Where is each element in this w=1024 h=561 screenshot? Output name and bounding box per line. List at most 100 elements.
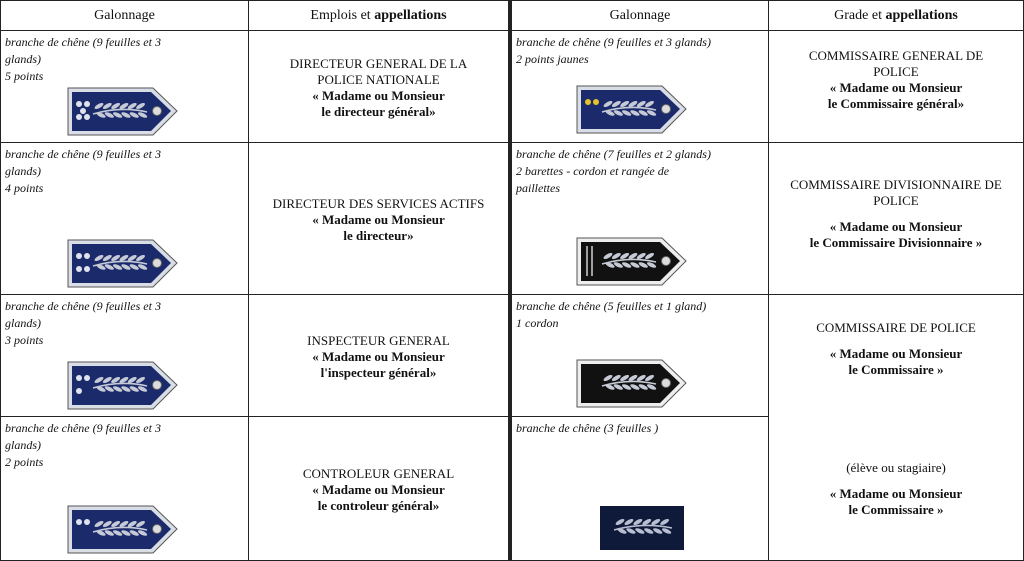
appellation-block: COMMISSAIRE DE POLICE« Madame ou Monsieu… <box>773 320 1019 378</box>
oak-leaf <box>137 530 148 536</box>
oak-leaf <box>645 100 654 108</box>
galonnage-cell: branche de chêne (9 feuilles et 3 glands… <box>0 416 249 561</box>
oak-leaf <box>628 374 638 382</box>
oak-leaf <box>642 518 652 526</box>
oak-leaf <box>113 112 123 118</box>
rank-title: CONTROLEUR GENERAL <box>302 465 455 481</box>
oak-leaf <box>628 252 638 260</box>
emplois-cell: DIRECTEUR DES SERVICES ACTIFS« Madame ou… <box>248 142 509 295</box>
oak-leaf <box>626 528 636 534</box>
rank-title: DIRECTEUR DES SERVICES ACTIFS <box>272 195 485 211</box>
oak-leaf <box>137 386 148 392</box>
epaulette-icon <box>576 237 687 286</box>
epaulette-body <box>581 364 680 403</box>
epaulette-icon <box>67 361 178 410</box>
appellation-block: DIRECTEUR DES SERVICES ACTIFS« Madame ou… <box>253 196 504 244</box>
oak-leaf <box>617 528 627 534</box>
oak-leaf <box>620 100 630 108</box>
emplois-cell: INSPECTEUR GENERAL« Madame ou Monsieur l… <box>248 294 509 417</box>
oak-leaf <box>136 376 145 384</box>
oak-leaf <box>136 520 145 528</box>
appellation-block: INSPECTEUR GENERAL« Madame ou Monsieur l… <box>253 333 504 381</box>
button <box>661 104 671 114</box>
button <box>152 524 162 534</box>
point <box>76 388 82 394</box>
spacer <box>773 209 1019 219</box>
oak-leaf <box>94 376 104 384</box>
point <box>84 114 90 120</box>
oak-leaf <box>622 384 632 390</box>
galonnage-cell: branche de chêne (3 feuilles ) <box>511 416 769 561</box>
oak-leaf <box>121 530 131 536</box>
header-grade: Grade et appellations <box>768 0 1024 31</box>
oak-leaf <box>111 376 121 384</box>
oak-leaf <box>119 520 129 528</box>
oak-leaf <box>127 376 137 384</box>
oak-leaf <box>613 110 623 116</box>
oak-leaf <box>605 262 615 268</box>
oak-leaf <box>111 254 121 262</box>
oak-leaf <box>636 374 646 382</box>
header-bold-text: appellations <box>374 7 447 23</box>
point <box>84 519 90 525</box>
table-separator <box>508 0 512 561</box>
point <box>84 101 90 107</box>
galonnage-cell: branche de chêne (9 feuilles et 3 glands… <box>0 30 249 143</box>
oak-leaf <box>611 252 621 260</box>
oak-leaf <box>611 374 621 382</box>
galonnage-description: branche de chêne (9 feuilles et 3 glands… <box>516 35 711 66</box>
oak-leaf <box>94 520 104 528</box>
oak-leaf <box>104 530 114 536</box>
oak-leaf <box>121 386 131 392</box>
oak-leaf <box>622 110 632 116</box>
epaulette-body <box>72 366 171 405</box>
epaulette-icon <box>600 506 684 550</box>
point <box>76 519 82 525</box>
oak-leaf <box>94 102 104 110</box>
oak-leaf <box>96 530 106 536</box>
oak-leaf <box>104 386 114 392</box>
point <box>585 99 591 105</box>
galonnage-description: branche de chêne (9 feuilles et 3 glands… <box>5 421 161 469</box>
point <box>84 375 90 381</box>
epaulette-icon <box>576 359 687 408</box>
point <box>76 253 82 259</box>
oak-leaf <box>646 262 657 268</box>
oak-leaf <box>104 264 114 270</box>
oak-leaf <box>613 262 623 268</box>
oak-leaf <box>121 264 131 270</box>
oak-leaf <box>624 518 634 526</box>
epaulette-body <box>581 242 680 281</box>
oak-leaf <box>137 112 148 118</box>
galonnage-description: branche de chêne (9 feuilles et 3 glands… <box>5 299 161 347</box>
grade-cell: COMMISSAIRE DE POLICE« Madame ou Monsieu… <box>768 294 1024 561</box>
header-text: Galonnage <box>609 7 671 23</box>
button <box>152 106 162 116</box>
galonnage-cell: branche de chêne (5 feuilles et 1 gland)… <box>511 294 769 417</box>
galonnage-cell: branche de chêne (9 feuilles et 3 glands… <box>511 30 769 143</box>
button <box>661 378 671 388</box>
oak-leaf <box>630 110 640 116</box>
oak-leaf <box>622 262 632 268</box>
header-galonnage-left: Galonnage <box>0 0 249 31</box>
oak-leaf <box>603 100 613 108</box>
oak-leaf <box>628 100 638 108</box>
rank-appellation: « Madame ou Monsieur le Commissaire » <box>829 486 963 517</box>
header-text: Emplois et <box>310 7 371 23</box>
rank-appellation: « Madame ou Monsieur l'inspecteur généra… <box>312 348 445 380</box>
galonnage-description: branche de chêne (3 feuilles ) <box>516 421 659 435</box>
oak-leaf <box>102 520 112 528</box>
galonnage-cell: branche de chêne (9 feuilles et 3 glands… <box>0 142 249 295</box>
oak-leaf <box>119 102 129 110</box>
button <box>661 256 671 266</box>
grade-cell: COMMISSAIRE DIVISIONNAIRE DE POLICE« Mad… <box>768 142 1024 295</box>
point <box>84 266 90 272</box>
oak-leaf <box>653 528 663 534</box>
oak-leaf <box>96 112 106 118</box>
oak-leaf <box>136 254 145 262</box>
grade-cell: COMMISSAIRE GENERAL DE POLICE« Madame ou… <box>768 30 1024 143</box>
oak-leaf <box>605 110 615 116</box>
oak-leaf <box>613 384 623 390</box>
oak-leaf <box>630 262 640 268</box>
barette <box>586 246 593 276</box>
